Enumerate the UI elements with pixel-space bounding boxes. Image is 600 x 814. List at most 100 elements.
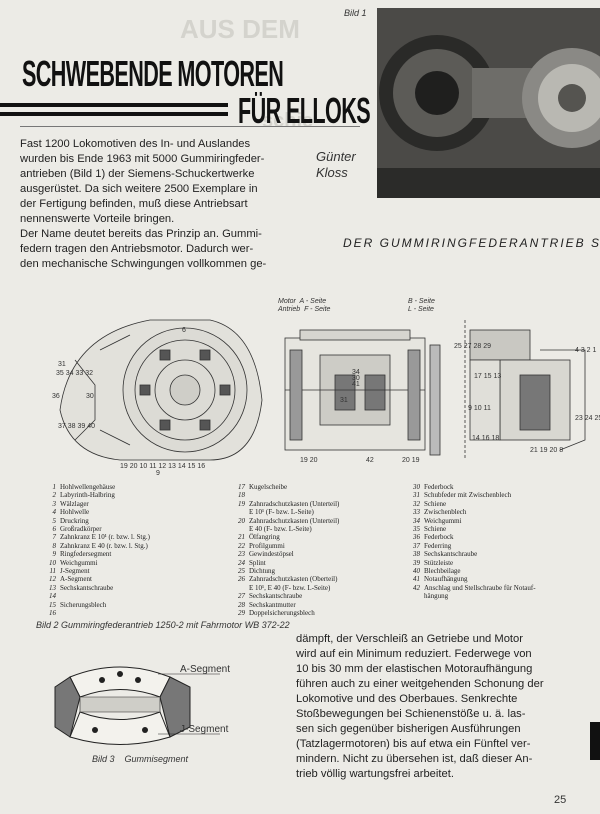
legend-item-text: Hohlwellengehäuse (60, 483, 116, 491)
label-30b: 30 (352, 375, 360, 382)
label-21-8: 21 19 20 8 (530, 447, 563, 454)
legend-item-text: Sechskantschraube (249, 592, 303, 601)
legend-item-text: hängung (424, 592, 449, 601)
text-line: mindern. Nicht zu übersehen ist, daß die… (296, 753, 533, 765)
label-19-16: 19 20 10 11 12 13 14 15 16 (120, 463, 205, 470)
text-line: führen auch zu einer weitgehenden Schonu… (296, 678, 544, 690)
legend-item-text: Doppelsicherungsblech (249, 609, 315, 618)
text-line: Lokomotive und des Oberbaues. Senkrechte (296, 693, 518, 705)
label-31: 31 (58, 361, 66, 368)
legend-item-text: Splint (249, 558, 266, 567)
label-19-20: 19 20 (300, 457, 318, 464)
legend-item-text: Kugelscheibe (249, 483, 288, 491)
legend-item-text: E 40 (F- bzw. L-Seite) (249, 525, 312, 534)
page-title-line2: FÜR ELLOKS (238, 90, 371, 131)
legend-item: 30 Federbock (406, 483, 596, 491)
legend-item-text: Zwischenblech (424, 508, 467, 517)
label-36: 36 (52, 393, 60, 400)
legend-item-number: 13 (49, 583, 56, 592)
legend-item-number: 25 (238, 567, 245, 576)
legend-item-text: Schiene (424, 499, 447, 508)
legend-item-number: 20 (238, 516, 245, 525)
legend-item-text: Federbock (424, 483, 454, 491)
label-35-34-33-32: 35 34 33 32 (56, 370, 93, 377)
author-last-name: Kloss (316, 165, 348, 180)
legend-item-number: 29 (238, 609, 245, 618)
legend-item-text: Anschlag und Stellschraube für Notauf- (424, 583, 536, 592)
label-23-24-7: 23 24 25 7 (575, 415, 600, 422)
legend-item: 25 Dichtung (231, 567, 421, 575)
fig3-caption-number: Bild 3 (92, 754, 115, 764)
label-37-40: 37 38 39 40 (58, 423, 95, 430)
author: Günter Kloss (316, 149, 356, 181)
legend-item-text: Blechbeilage (424, 567, 461, 576)
intro-paragraph: Fast 1200 Lokomotiven des In- und Auslan… (20, 137, 310, 272)
legend-item-text: Weichgummi (60, 558, 98, 567)
legend-item-text: Sechskantschraube (60, 583, 114, 592)
legend-item-number: 5 (52, 516, 57, 525)
legend-item-number: 11 (49, 567, 56, 576)
text-line: nennenswerte Vorteile bringen. (20, 213, 175, 225)
legend-item-number: 14 (49, 592, 56, 601)
legend-item-number: 36 (413, 533, 420, 542)
text-line: (Tatzlagermotoren) bis auf etwa ein Fünf… (296, 738, 531, 750)
legend-item-text: J-Segment (60, 567, 90, 576)
legend-item-number (231, 525, 249, 533)
label-30: 30 (86, 393, 94, 400)
legend-item: E 40 (F- bzw. L-Seite) (231, 525, 421, 533)
legend-item-text: Sechskantmutter (249, 600, 296, 609)
legend-item-number: 21 (238, 533, 245, 542)
legend-item-number: 30 (413, 483, 420, 491)
label-41: 41 (352, 381, 360, 388)
fig3-caption: Bild 3 Gummisegment (92, 754, 188, 764)
legend-item-number: 18 (238, 491, 245, 500)
text-line: antrieben (Bild 1) der Siemens-Schuckert… (20, 168, 255, 180)
legend-item-number: 42 (413, 583, 420, 592)
legend-item: 40 Blechbeilage (406, 567, 596, 575)
legend-item-text: Gewindestöpsel (249, 550, 294, 559)
label-20-19: 20 19 (402, 457, 420, 464)
legend-item: 17 Kugelscheibe (231, 483, 421, 491)
text-line: ausgerüstet. Da sich weitere 2500 Exempl… (20, 183, 258, 195)
legend-item-text: Dichtung (249, 567, 276, 576)
legend-item-number: 4 (52, 508, 57, 517)
legend-item: 29 Doppelsicherungsblech (231, 609, 421, 617)
text-line: Fast 1200 Lokomotiven des In- und Auslan… (20, 138, 251, 150)
legend-item-number: 9 (52, 550, 57, 559)
legend-item-text: Labyrinth-Halbring (60, 491, 115, 500)
label-4-3-2-1: 4 3 2 1 (575, 347, 597, 354)
legend-item-number: 40 (413, 567, 420, 576)
legend-item-number: 32 (413, 499, 420, 508)
text-line: trieb völlig wartungsfrei arbeitet. (296, 768, 454, 780)
legend-item-number: 26 (238, 575, 245, 584)
page-number: 25 (554, 794, 567, 806)
side-label-b: B - Seite (408, 298, 435, 305)
legend-item-number: 17 (238, 483, 245, 491)
legend-item-number: 8 (52, 541, 57, 550)
legend-item-text: Federring (424, 541, 452, 550)
legend-item: 23 Gewindestöpsel (231, 550, 421, 558)
legend-item: 18 (231, 491, 421, 499)
legend-item: 13 Sechskantschraube (42, 584, 232, 592)
legend-item: 11 J-Segment (42, 567, 232, 575)
title-bar-top (0, 103, 228, 107)
legend-item-number (231, 508, 249, 516)
legend-item-number: 23 (238, 550, 245, 559)
text-line: dämpft, der Verschleiß an Getriebe und M… (296, 633, 523, 645)
author-first-name: Günter (316, 149, 356, 164)
legend-item-number: 37 (413, 541, 420, 550)
legend-item-number (231, 584, 249, 592)
